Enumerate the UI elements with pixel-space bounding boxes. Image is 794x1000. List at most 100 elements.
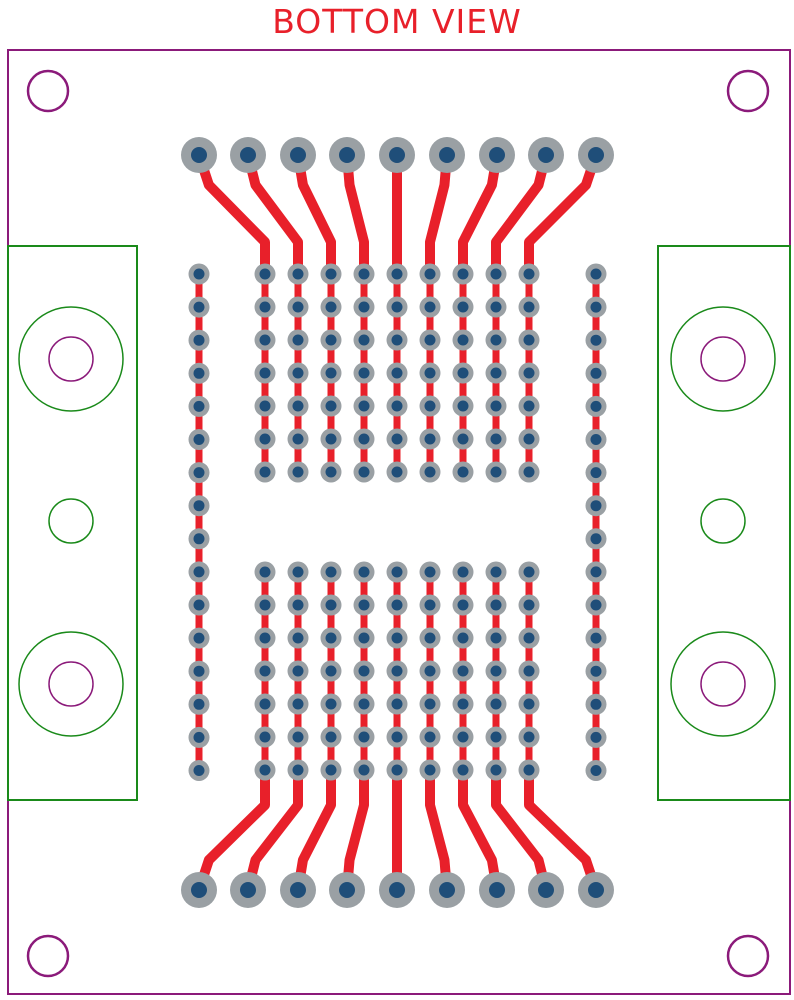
- grid-pad-top-c7-r7-hole: [457, 466, 469, 478]
- grid-pad-bottom-c7-r5: [452, 693, 474, 715]
- grid-pad-bottom-c3-r3-hole: [325, 632, 337, 644]
- large-pad-bottom-3-hole: [290, 882, 306, 898]
- side-pad-right-4-hole: [590, 367, 602, 379]
- side-pad-right-7-hole: [590, 467, 602, 479]
- side-pad-right-12-hole: [590, 632, 602, 644]
- side-pad-left-12: [188, 627, 210, 649]
- grid-pad-bottom-c7-r2: [452, 594, 474, 616]
- grid-pad-bottom-c9-r2-hole: [523, 599, 535, 611]
- side-pad-left-11: [188, 594, 210, 616]
- grid-pad-top-c6-r4-hole: [424, 367, 436, 379]
- grid-pad-bottom-c5-r3: [386, 627, 408, 649]
- grid-pad-bottom-c8-r1: [485, 561, 507, 583]
- grid-pad-top-c7-r3: [452, 329, 474, 351]
- grid-pad-top-c7-r5: [452, 395, 474, 417]
- grid-pad-top-c5-r4: [386, 362, 408, 384]
- grid-pad-bottom-c1-r3: [254, 627, 276, 649]
- grid-pad-bottom-c8-r2-hole: [490, 599, 502, 611]
- grid-pad-top-c6-r2: [419, 296, 441, 318]
- grid-pad-bottom-c6-r4: [419, 660, 441, 682]
- grid-pad-bottom-c5-r6-hole: [391, 731, 403, 743]
- grid-pad-bottom-c3-r1-hole: [325, 566, 337, 578]
- large-pad-top-1: [181, 137, 217, 173]
- grid-pad-bottom-c4-r5-hole: [358, 698, 370, 710]
- trace-bottom-fan-4: [342, 765, 369, 895]
- grid-pad-bottom-c8-r4: [485, 660, 507, 682]
- side-pad-right-9: [585, 528, 607, 550]
- side-pad-left-2-hole: [193, 301, 205, 313]
- grid-pad-top-c2-r1: [287, 263, 309, 285]
- grid-pad-top-c7-r2: [452, 296, 474, 318]
- grid-pad-top-c2-r6: [287, 428, 309, 450]
- grid-pad-top-c8-r4: [485, 362, 507, 384]
- grid-pad-bottom-c7-r3-hole: [457, 632, 469, 644]
- grid-pad-top-c2-r1-hole: [292, 268, 304, 280]
- large-pad-top-9: [578, 137, 614, 173]
- large-pad-bottom-8-hole: [538, 882, 554, 898]
- grid-pad-top-c9-r1-hole: [523, 268, 535, 280]
- side-pad-right-13: [585, 660, 607, 682]
- side-pad-left-9-hole: [193, 533, 205, 545]
- grid-pad-bottom-c2-r2: [287, 594, 309, 616]
- side-pad-right-6-hole: [590, 434, 602, 445]
- grid-pad-bottom-c5-r2: [386, 594, 408, 616]
- grid-pad-bottom-c8-r2: [485, 594, 507, 616]
- large-pad-top-2: [230, 137, 266, 173]
- grid-pad-top-c5-r6-hole: [391, 433, 403, 445]
- grid-pad-top-c4-r2-hole: [358, 301, 370, 313]
- side-pad-right-4: [585, 362, 607, 384]
- large-pad-bottom-1: [181, 872, 217, 908]
- grid-pad-bottom-c1-r3-hole: [259, 632, 271, 644]
- trace-top-fan-6: [425, 150, 452, 279]
- side-pad-left-5-hole: [193, 400, 205, 412]
- large-pad-bottom-2: [230, 872, 266, 908]
- grid-pad-top-c8-r6-hole: [490, 433, 502, 445]
- side-pad-right-5-hole: [590, 400, 602, 412]
- grid-pad-top-c6-r1: [419, 263, 441, 285]
- side-pad-right-16: [585, 760, 607, 781]
- grid-pad-top-c6-r2-hole: [424, 301, 436, 313]
- grid-pad-top-c8-r3: [485, 329, 507, 351]
- grid-pad-top-c5-r1-hole: [391, 268, 403, 280]
- grid-pad-bottom-c3-r6-hole: [325, 731, 337, 743]
- grid-pad-top-c4-r5-hole: [358, 400, 370, 412]
- grid-pad-bottom-c4-r7: [353, 759, 375, 781]
- grid-pad-bottom-c3-r5: [320, 693, 342, 715]
- grid-pad-top-c1-r2-hole: [259, 301, 271, 313]
- grid-pad-bottom-c6-r7: [419, 759, 441, 781]
- side-pad-right-15-hole: [590, 731, 602, 743]
- grid-pad-top-c6-r4: [419, 362, 441, 384]
- mounting-hole-bottom-left: [26, 934, 70, 978]
- grid-pad-top-c8-r2: [485, 296, 507, 318]
- grid-pad-top-c5-r3: [386, 329, 408, 351]
- grid-pad-top-c7-r7: [452, 461, 474, 483]
- grid-pad-top-c7-r2-hole: [457, 301, 469, 313]
- grid-pad-bottom-c7-r6: [452, 726, 474, 748]
- grid-pad-top-c8-r7-hole: [490, 466, 502, 478]
- grid-pad-bottom-c6-r4-hole: [424, 665, 436, 677]
- grid-pad-top-c4-r5: [353, 395, 375, 417]
- grid-pad-bottom-c7-r2-hole: [457, 599, 469, 611]
- grid-pad-bottom-c6-r6-hole: [424, 731, 436, 743]
- grid-pad-top-c6-r7-hole: [424, 466, 436, 478]
- grid-pad-bottom-c1-r2-hole: [259, 599, 271, 611]
- grid-pad-top-c7-r5-hole: [457, 400, 469, 412]
- grid-pad-bottom-c2-r3: [287, 627, 309, 649]
- large-pad-top-5-hole: [389, 147, 405, 163]
- grid-pad-top-c1-r7: [254, 461, 276, 483]
- grid-pad-top-c8-r2-hole: [490, 301, 502, 313]
- grid-pad-bottom-c2-r7-hole: [292, 764, 304, 776]
- side-pad-right-1-hole: [590, 268, 602, 280]
- grid-pad-top-c6-r5-hole: [424, 400, 436, 412]
- grid-pad-top-c4-r3-hole: [358, 334, 370, 346]
- grid-pad-top-c7-r1-hole: [457, 268, 469, 280]
- grid-pad-bottom-c3-r4-hole: [325, 665, 337, 677]
- side-pad-left-3: [188, 329, 210, 351]
- trace-top-fan-8: [491, 150, 551, 279]
- side-pad-left-12-hole: [193, 632, 205, 644]
- grid-pad-bottom-c5-r3-hole: [391, 632, 403, 644]
- grid-pad-bottom-c4-r6: [353, 726, 375, 748]
- side-pad-left-6: [188, 429, 210, 450]
- grid-pad-bottom-c8-r4-hole: [490, 665, 502, 677]
